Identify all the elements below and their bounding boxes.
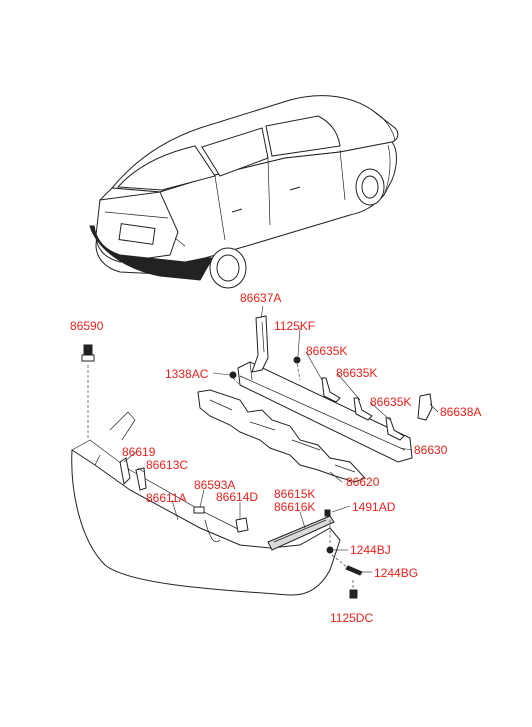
bracket-86637A: [251, 315, 269, 373]
label-86611A: 86611A: [146, 491, 186, 505]
label-86635K-2: 86635K: [336, 366, 377, 380]
label-86615K: 86615K: [274, 487, 315, 501]
label-86613C: 86613C: [146, 458, 188, 472]
label-1125KF: 1125KF: [274, 319, 315, 333]
label-86635K-3: 86635K: [370, 395, 411, 409]
small-parts: [81, 344, 363, 599]
label-86638A: 86638A: [440, 405, 481, 419]
label-1244BG: 1244BG: [374, 566, 418, 580]
part-labels: 86637A 1125KF 86635K 86590 1338AC 86635K…: [70, 291, 481, 625]
label-1244BJ: 1244BJ: [350, 543, 391, 557]
label-86616K: 86616K: [274, 500, 315, 514]
car-illustration: [89, 95, 399, 289]
label-86635K-1: 86635K: [306, 344, 347, 358]
label-86593A: 86593A: [194, 478, 235, 492]
label-1338AC: 1338AC: [165, 367, 209, 381]
label-86590: 86590: [70, 319, 104, 333]
label-86630: 86630: [414, 443, 448, 457]
label-86619: 86619: [122, 445, 156, 459]
label-1491AD: 1491AD: [352, 500, 396, 514]
label-86620: 86620: [346, 475, 380, 489]
bumper-beam: [237, 361, 413, 463]
bracket-86638A: [417, 393, 433, 421]
bumper-cover: [71, 411, 341, 596]
leader-lines: [87, 305, 439, 590]
brackets-86635K: [321, 377, 405, 441]
energy-absorber: [197, 389, 366, 483]
label-86614D: 86614D: [216, 490, 258, 504]
label-1125DC: 1125DC: [330, 611, 373, 625]
label-86637A: 86637A: [240, 291, 281, 305]
